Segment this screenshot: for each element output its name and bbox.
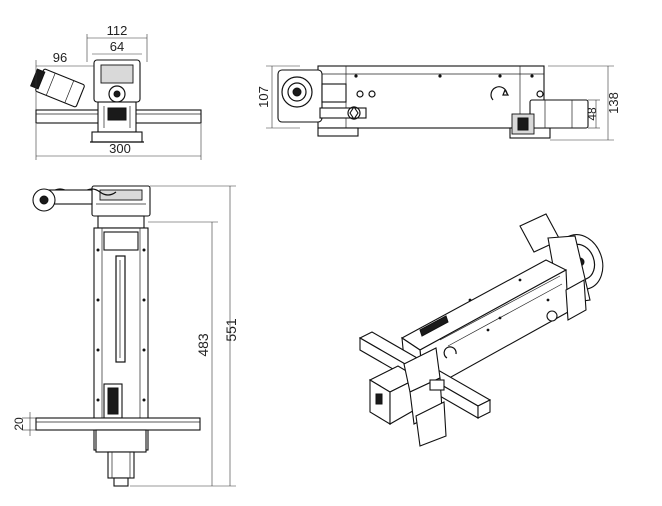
front-view-slot [115, 255, 126, 363]
side-view: 107 138 48 [256, 65, 621, 141]
top-view: 112 64 96 300 [30, 23, 202, 160]
iso-rotation-arrow-icon [443, 346, 457, 359]
dim-64: 64 [110, 39, 124, 54]
dim-138: 138 [606, 92, 621, 114]
front-view-rail [35, 417, 201, 431]
dim-483: 483 [195, 333, 211, 357]
front-view-dimensions: 551 483 20 [12, 185, 239, 487]
side-view-dimensions: 107 138 48 [256, 65, 621, 141]
dim-300: 300 [109, 141, 131, 156]
isometric-view [358, 213, 604, 447]
dim-20: 20 [12, 417, 26, 431]
dim-107: 107 [256, 86, 271, 108]
front-view: 551 483 20 [12, 185, 239, 487]
top-view-dimensions: 112 64 96 300 [35, 23, 202, 160]
iso-motor-box [368, 347, 447, 447]
top-view-motor [30, 68, 85, 108]
dim-48: 48 [585, 107, 599, 121]
dim-551: 551 [223, 318, 239, 342]
dim-96: 96 [53, 50, 67, 65]
dim-112: 112 [107, 23, 128, 38]
side-view-motor [511, 99, 589, 135]
front-view-top-assembly [32, 185, 151, 229]
side-view-gear-assembly [277, 69, 367, 123]
